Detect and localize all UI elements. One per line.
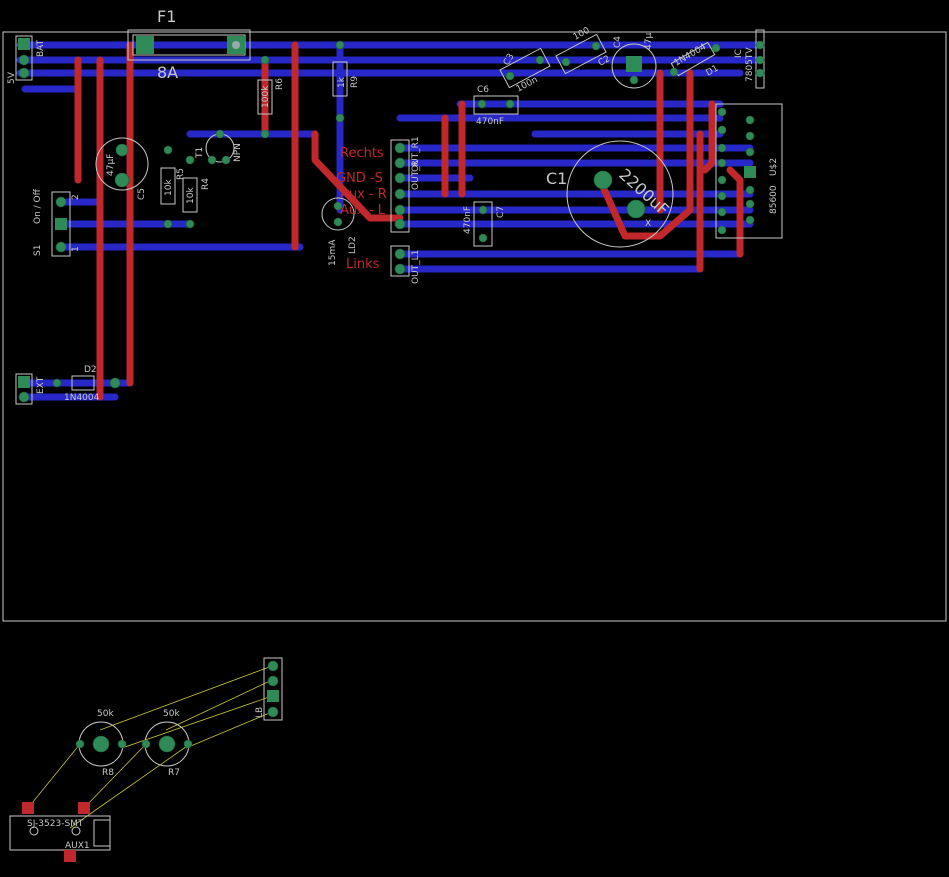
- c1-x: X: [645, 219, 651, 229]
- c2-label: C2: [597, 54, 612, 68]
- d2-label: D2: [84, 365, 97, 375]
- s1-label: S1: [33, 245, 43, 256]
- out-r-label: OUT_R: [411, 160, 421, 190]
- r7-value: 50k: [163, 709, 180, 719]
- c5-label: C5: [137, 188, 147, 200]
- out-r1-label: OUT_R1: [411, 136, 421, 172]
- u2-value: 85600: [769, 185, 779, 214]
- c4-value: 47µ: [644, 33, 654, 50]
- r4-label: R4: [201, 178, 211, 190]
- resistor-r6[interactable]: 100k R6: [257, 55, 285, 139]
- c4-label: C4: [613, 36, 623, 48]
- out-l1-label: OUT_L1: [411, 250, 421, 284]
- airwires: [27, 665, 273, 829]
- onoff-label: On / Off: [33, 188, 43, 224]
- ld2-label: LD2: [348, 236, 358, 254]
- capacitor-c2[interactable]: 100 C2: [555, 26, 612, 75]
- c1-label: C1: [546, 169, 567, 188]
- connector-lb[interactable]: LB: [255, 657, 283, 721]
- r9-value: 1k: [337, 76, 347, 88]
- connector-out-r[interactable]: OUT_R1 OUT_R: [390, 136, 421, 233]
- r8-value: 50k: [97, 709, 114, 719]
- capacitor-c5[interactable]: 47µF C5: [95, 137, 149, 200]
- r9-label: R9: [350, 76, 360, 88]
- r4-value: 10k: [186, 187, 196, 204]
- resistor-r9[interactable]: 1k R9: [332, 40, 360, 123]
- capacitor-c7[interactable]: 470nF C7: [463, 201, 506, 247]
- t1-label: T1: [195, 147, 205, 159]
- d2-value: 1N4004: [64, 393, 100, 403]
- connector-bat[interactable]: BAT 5V: [7, 35, 46, 84]
- regulator-ic[interactable]: IC 7805TV: [734, 29, 765, 89]
- c6-label: C6: [477, 85, 489, 95]
- capacitor-c6[interactable]: C6 470nF: [473, 85, 519, 127]
- c6-value: 470nF: [476, 117, 504, 127]
- aux1-label: AUX1: [65, 841, 90, 851]
- s1-pin2: 2: [71, 194, 81, 200]
- ic-label: IC: [734, 49, 744, 58]
- switch-s1[interactable]: On / Off S1 2 1: [33, 188, 81, 257]
- resistor-r5[interactable]: 10k R5: [160, 145, 186, 229]
- aux-l-label: Aux - L: [340, 203, 386, 218]
- aux-r-label: Aux - R: [340, 187, 387, 202]
- capacitor-c4[interactable]: C4 47µ: [611, 33, 657, 89]
- potentiometer-r7[interactable]: 50k R7: [141, 709, 193, 778]
- potentiometer-r8[interactable]: 50k R8: [75, 709, 127, 778]
- npn-label: NPN: [233, 143, 243, 162]
- u2-label: U$2: [769, 158, 779, 176]
- transistor-t1[interactable]: NPN T1: [195, 129, 243, 165]
- 5v-label: 5V: [7, 71, 17, 84]
- r5-label: R5: [176, 168, 186, 180]
- rechts-label: Rechts: [340, 146, 384, 161]
- connector-out-l1[interactable]: OUT_L1: [390, 245, 421, 284]
- r7-label: R7: [168, 768, 180, 778]
- c2-value: 100: [572, 26, 592, 43]
- connector-ext[interactable]: EXT: [15, 373, 46, 405]
- s1-pin1: 1: [71, 246, 81, 252]
- c7-label: C7: [496, 206, 506, 218]
- gnd-s-label: GND -S: [336, 171, 383, 186]
- r8-label: R8: [102, 768, 114, 778]
- r6-label: R6: [275, 78, 285, 90]
- ic-value: 7805TV: [745, 47, 755, 82]
- r6-value: 100k: [261, 85, 271, 108]
- links-label: Links: [346, 257, 380, 272]
- c3-label: C3: [502, 52, 517, 67]
- c7-value: 470nF: [463, 206, 473, 234]
- ext-label: EXT: [36, 376, 46, 394]
- bat-label: BAT: [36, 39, 46, 57]
- fuse-f1[interactable]: F1 8A: [127, 7, 251, 82]
- board-outline: [2, 31, 947, 622]
- fuse-value: 8A: [157, 63, 178, 82]
- led-ld2[interactable]: 15mA LD2: [321, 197, 358, 266]
- fuse-label: F1: [157, 7, 176, 26]
- jack-aux1[interactable]: SJ-3523-SMT AUX1: [9, 802, 111, 862]
- top-layer-traces: [74, 41, 744, 401]
- sj-label: SJ-3523-SMT: [27, 819, 84, 829]
- resistor-r4[interactable]: 10k R4: [182, 155, 211, 229]
- ld2-value: 15mA: [328, 239, 338, 266]
- lb-label: LB: [255, 707, 265, 718]
- r5-value: 10k: [164, 179, 174, 196]
- ic-u2[interactable]: U$2 85600: [715, 103, 783, 239]
- c5-value: 47µF: [106, 154, 116, 176]
- diode-d2[interactable]: D2 1N4004: [52, 365, 121, 403]
